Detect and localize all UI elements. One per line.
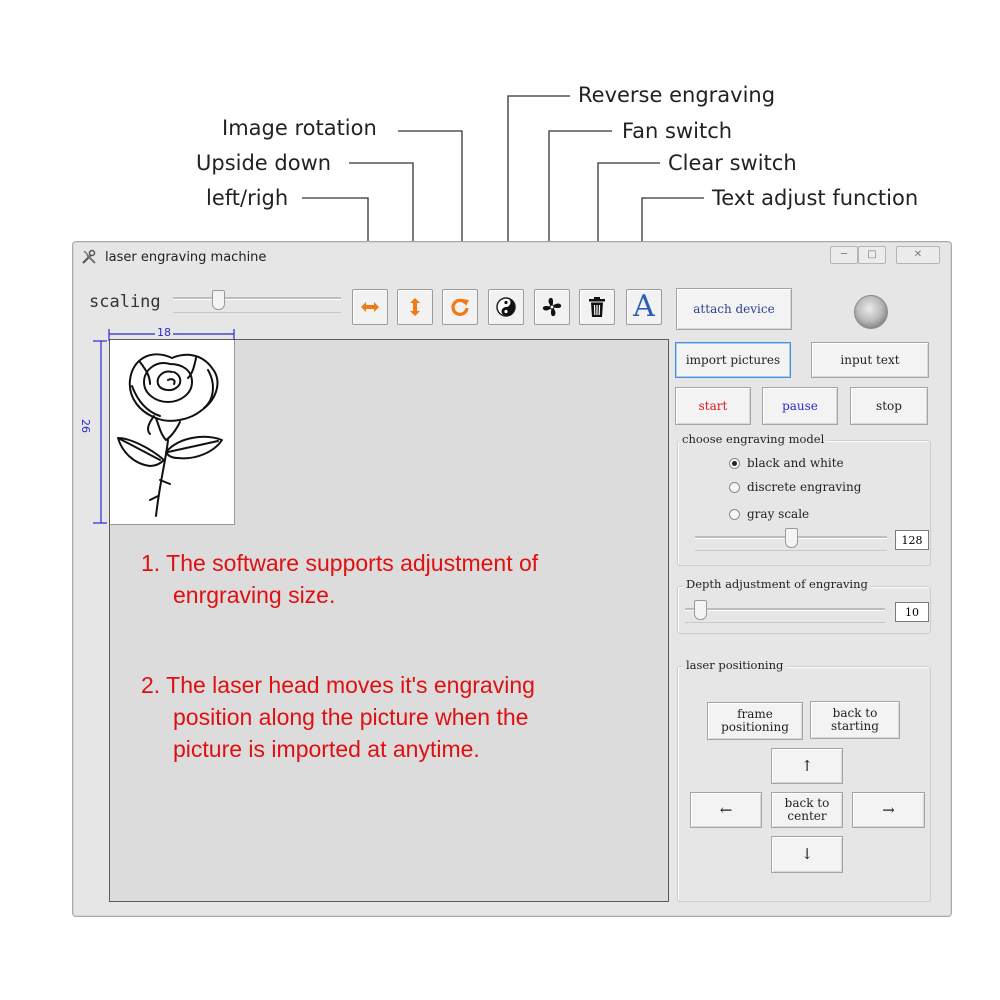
frame-positioning-button[interactable]: frame positioning bbox=[707, 702, 803, 740]
scaling-slider[interactable] bbox=[173, 290, 341, 318]
frame-positioning-line-1: frame bbox=[737, 707, 773, 721]
start-button[interactable]: start bbox=[675, 387, 751, 425]
back-to-starting-button[interactable]: back to starting bbox=[810, 701, 900, 739]
laser-positioning-group bbox=[677, 666, 931, 902]
rotate-icon bbox=[451, 298, 469, 316]
text-adjust-button[interactable]: A bbox=[626, 289, 662, 325]
engraving-model-title: choose engraving model bbox=[679, 432, 828, 446]
note-1-line-2: enrgraving size. bbox=[173, 582, 336, 608]
maximize-button[interactable]: □ bbox=[858, 246, 886, 264]
scaling-label: scaling bbox=[89, 292, 161, 312]
note-2-line-1: 2. The laser head moves it's engraving bbox=[141, 672, 535, 698]
note-2-line-3: picture is imported at anytime. bbox=[173, 736, 480, 762]
upside-down-button[interactable] bbox=[397, 289, 433, 325]
move-up-button[interactable]: ↑ bbox=[771, 748, 843, 784]
frame-positioning-line-2: positioning bbox=[721, 720, 789, 734]
depth-slider-thumb[interactable] bbox=[694, 600, 707, 620]
callout-image-rotation: Image rotation bbox=[222, 116, 377, 140]
reverse-button[interactable] bbox=[488, 289, 524, 325]
app-window: laser engraving machine ─ □ ✕ scaling bbox=[72, 241, 952, 917]
radio-black-and-white[interactable]: black and white bbox=[729, 456, 844, 470]
radio-gray-scale[interactable]: gray scale bbox=[729, 507, 809, 521]
note-1-line-1: 1. The software supports adjustment of bbox=[141, 550, 539, 576]
scaling-slider-thumb[interactable] bbox=[212, 290, 225, 310]
radio-discrete-engraving[interactable]: discrete engraving bbox=[729, 480, 861, 494]
move-down-button[interactable]: ↓ bbox=[771, 836, 843, 873]
callout-clear-switch: Clear switch bbox=[668, 151, 797, 175]
left-right-icon bbox=[361, 302, 379, 312]
back-to-center-line-1: back to bbox=[784, 796, 830, 810]
import-pictures-button[interactable]: import pictures bbox=[675, 342, 791, 378]
stop-button[interactable]: stop bbox=[850, 387, 928, 425]
fan-icon bbox=[542, 297, 562, 317]
depth-title: Depth adjustment of engraving bbox=[683, 577, 871, 591]
imported-picture[interactable] bbox=[110, 340, 235, 525]
height-dimension-label: 26 bbox=[79, 417, 92, 435]
left-right-button[interactable] bbox=[352, 289, 388, 325]
gray-scale-slider[interactable] bbox=[695, 528, 887, 556]
callout-upside-down: Upside down bbox=[196, 151, 332, 175]
rotate-button[interactable] bbox=[442, 289, 478, 325]
move-left-button[interactable]: ← bbox=[690, 792, 762, 828]
radio-label: black and white bbox=[747, 456, 844, 470]
back-to-center-button[interactable]: back to center bbox=[771, 792, 843, 828]
tools-icon bbox=[82, 249, 96, 264]
depth-slider[interactable] bbox=[685, 600, 885, 628]
gray-scale-value[interactable]: 128 bbox=[895, 530, 929, 550]
attach-device-button[interactable]: attach device bbox=[676, 288, 792, 330]
callout-text-adjust: Text adjust function bbox=[712, 186, 919, 210]
back-to-starting-line-2: starting bbox=[831, 719, 879, 733]
pause-button[interactable]: pause bbox=[762, 387, 838, 425]
back-to-starting-line-1: back to bbox=[832, 706, 878, 720]
trash-icon bbox=[589, 297, 605, 317]
move-right-button[interactable]: → bbox=[852, 792, 925, 828]
callout-fan-switch: Fan switch bbox=[622, 119, 733, 143]
radio-label: gray scale bbox=[747, 507, 810, 521]
reverse-icon bbox=[496, 297, 516, 317]
callout-left-right: left/righ bbox=[206, 186, 289, 210]
width-dimension-label: 18 bbox=[155, 326, 173, 339]
radio-dot bbox=[729, 508, 740, 520]
callout-reverse-engraving: Reverse engraving bbox=[578, 83, 776, 107]
radio-label: discrete engraving bbox=[747, 480, 862, 494]
status-indicator bbox=[854, 295, 888, 329]
note-2-line-2: position along the picture when the bbox=[173, 704, 529, 730]
back-to-center-line-2: center bbox=[787, 809, 827, 823]
upside-down-icon bbox=[410, 298, 420, 316]
minimize-button[interactable]: ─ bbox=[830, 246, 858, 264]
gray-scale-slider-thumb[interactable] bbox=[785, 528, 798, 548]
window-title: laser engraving machine bbox=[105, 250, 267, 265]
radio-dot bbox=[729, 457, 740, 469]
radio-dot bbox=[729, 481, 740, 493]
close-button[interactable]: ✕ bbox=[896, 246, 940, 264]
clear-button[interactable] bbox=[579, 289, 615, 325]
fan-button[interactable] bbox=[534, 289, 570, 325]
depth-value[interactable]: 10 bbox=[895, 602, 929, 622]
rose-image bbox=[117, 353, 223, 517]
input-text-button[interactable]: input text bbox=[811, 342, 929, 378]
title-bar: laser engraving machine ─ □ ✕ bbox=[73, 242, 951, 272]
laser-positioning-title: laser positioning bbox=[683, 658, 787, 672]
text-icon: A bbox=[633, 289, 655, 324]
